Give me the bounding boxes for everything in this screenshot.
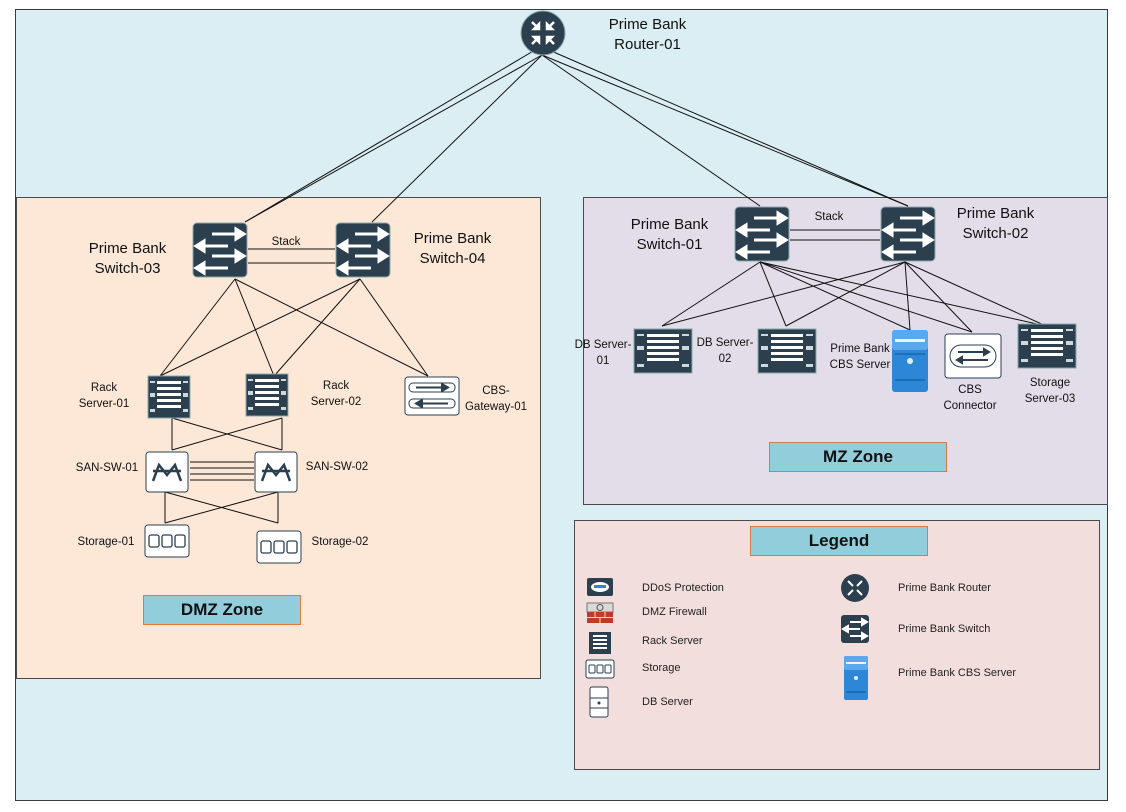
- storage-legend-icon: [585, 659, 615, 679]
- switch-02-icon[interactable]: [880, 206, 936, 262]
- storage-server-03-label-line1: Storage: [1029, 377, 1071, 389]
- db-server-02-label: DB Server- 02: [692, 335, 758, 367]
- storage-02-icon[interactable]: [256, 530, 302, 564]
- cbs-server-label: Prime Bank CBS Server: [824, 341, 896, 373]
- switch-01-label: Prime Bank Switch-01: [622, 215, 717, 255]
- ddos-protection-icon: [587, 578, 613, 596]
- legend-item-db-server: DB Server: [642, 696, 693, 708]
- db-server-01-icon[interactable]: [633, 328, 693, 374]
- storage-01-label: Storage-01: [77, 536, 135, 548]
- cbs-connector-label-line2: Connector: [943, 400, 997, 412]
- switch-legend-icon: [841, 615, 869, 643]
- db-server-legend-icon: [589, 686, 609, 718]
- rack-server-01-label: Rack Server-01: [68, 380, 140, 412]
- cbs-connector-label-line1: CBS: [958, 384, 982, 396]
- storage-server-03-label-line2: Server-03: [1024, 393, 1076, 405]
- storage-server-03-label: Storage Server-03: [1014, 375, 1086, 407]
- rack-server-02-label: Rack Server-02: [300, 378, 372, 410]
- db-server-01-label-line2: 01: [596, 355, 610, 367]
- switch-03-label-line2: Switch-03: [94, 260, 161, 277]
- san-switch-01-label: SAN-SW-01: [75, 462, 139, 474]
- storage-01-icon[interactable]: [144, 524, 190, 558]
- switch-03-label: Prime Bank Switch-03: [80, 239, 175, 279]
- cbs-server-label-line1: Prime Bank: [830, 343, 890, 355]
- mz-stack-label: Stack: [814, 211, 844, 223]
- mz-zone-label: MZ Zone: [769, 442, 947, 472]
- dmz-firewall-icon: [586, 602, 614, 623]
- switch-01-label-line2: Switch-01: [636, 236, 703, 253]
- san-switch-01-icon[interactable]: [145, 451, 189, 493]
- router-label-line2: Router-01: [614, 36, 681, 53]
- cbs-gateway-label-line1: CBS-: [482, 385, 510, 397]
- rack-server-legend-icon: [589, 632, 611, 654]
- switch-02-label-line1: Prime Bank: [956, 205, 1035, 222]
- switch-03-label-line1: Prime Bank: [88, 240, 167, 257]
- switch-02-label-line2: Switch-02: [962, 225, 1029, 242]
- cbs-server-label-line2: CBS Server: [829, 359, 891, 371]
- router-icon[interactable]: [520, 10, 566, 56]
- storage-02-label: Storage-02: [311, 536, 369, 548]
- dmz-zone-label: DMZ Zone: [143, 595, 301, 625]
- switch-02-label: Prime Bank Switch-02: [948, 204, 1043, 244]
- switch-04-label-line2: Switch-04: [419, 250, 486, 267]
- db-server-01-label-line1: DB Server-: [574, 339, 632, 351]
- cbs-server-legend-icon: [844, 656, 868, 700]
- storage-server-03-icon[interactable]: [1017, 323, 1077, 369]
- legend-item-switch: Prime Bank Switch: [898, 623, 991, 635]
- legend-item-rack-server: Rack Server: [642, 635, 703, 647]
- cbs-server-icon[interactable]: [891, 329, 929, 393]
- cbs-connector-icon[interactable]: [944, 333, 1002, 379]
- legend-panel: [574, 520, 1100, 770]
- rack-server-01-label-line2: Server-01: [78, 398, 130, 410]
- cbs-gateway-label-line2: Gateway-01: [464, 401, 527, 413]
- cbs-connector-label: CBS Connector: [934, 382, 1006, 414]
- legend-item-router: Prime Bank Router: [898, 582, 991, 594]
- rack-server-01-icon[interactable]: [147, 375, 191, 419]
- db-server-02-label-line2: 02: [718, 353, 732, 365]
- switch-04-label-line1: Prime Bank: [413, 230, 492, 247]
- router-label: Prime Bank Router-01: [600, 15, 695, 55]
- switch-04-icon[interactable]: [335, 222, 391, 278]
- switch-01-label-line1: Prime Bank: [630, 216, 709, 233]
- legend-item-ddos: DDoS Protection: [642, 582, 724, 594]
- legend-item-storage: Storage: [642, 662, 681, 674]
- router-legend-icon: [841, 574, 869, 602]
- cbs-gateway-icon[interactable]: [404, 376, 460, 416]
- rack-server-02-icon[interactable]: [245, 373, 289, 417]
- rack-server-01-label-line1: Rack: [90, 382, 118, 394]
- legend-item-cbs-server: Prime Bank CBS Server: [898, 667, 1016, 679]
- dmz-stack-label: Stack: [271, 236, 301, 248]
- db-server-02-label-line1: DB Server-: [696, 337, 754, 349]
- san-switch-02-icon[interactable]: [254, 451, 298, 493]
- rack-server-02-label-line1: Rack: [322, 380, 350, 392]
- legend-title: Legend: [750, 526, 928, 556]
- switch-01-icon[interactable]: [734, 206, 790, 262]
- db-server-02-icon[interactable]: [757, 328, 817, 374]
- switch-04-label: Prime Bank Switch-04: [405, 229, 500, 269]
- legend-item-dmz-firewall: DMZ Firewall: [642, 606, 707, 618]
- db-server-01-label: DB Server- 01: [570, 337, 636, 369]
- rack-server-02-label-line2: Server-02: [310, 396, 362, 408]
- san-switch-02-label: SAN-SW-02: [305, 461, 369, 473]
- switch-03-icon[interactable]: [192, 222, 248, 278]
- cbs-gateway-label: CBS- Gateway-01: [456, 383, 536, 415]
- router-label-line1: Prime Bank: [608, 16, 687, 33]
